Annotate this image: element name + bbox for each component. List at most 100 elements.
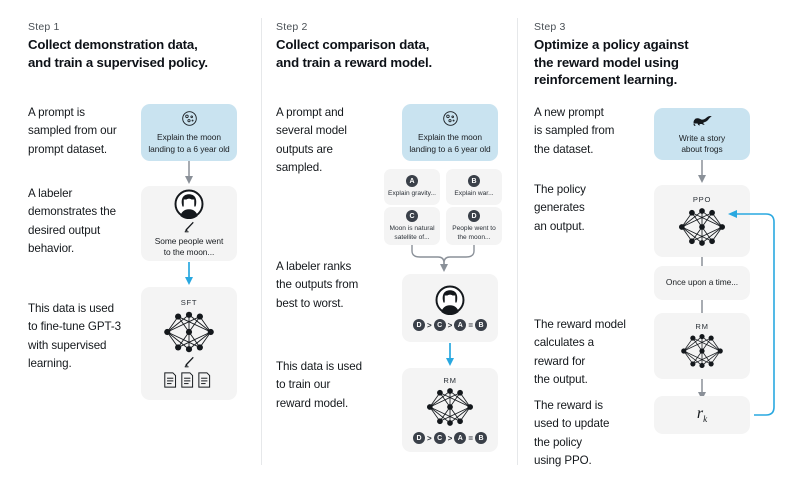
pencil-icon — [182, 221, 196, 233]
rank-item-4: B — [475, 319, 487, 331]
option-text-a: Explain gravity... — [388, 190, 436, 198]
step-3-title-line3: reinforcement learning. — [534, 72, 678, 87]
step-1-title: Collect demonstration data, and train a … — [28, 36, 253, 71]
option-card-c[interactable]: C Moon is natural satellite of... — [384, 207, 440, 245]
sft-label: SFT — [180, 298, 198, 307]
option-badge-d: D — [468, 210, 480, 223]
step-3-output-box[interactable]: Once upon a time... — [654, 266, 750, 300]
rm-rank-op-2: > — [447, 433, 453, 443]
frog-icon — [690, 113, 714, 128]
rank-item-1: D — [412, 319, 425, 331]
labeler-avatar-icon — [174, 189, 204, 219]
option-card-d[interactable]: D People went to the moon... — [446, 207, 502, 245]
step-3-prompt-caption-line2: about frogs — [681, 144, 723, 154]
labeler-avatar-icon — [435, 285, 465, 315]
rm-rank-op-3: = — [468, 433, 473, 443]
step-2-title-line1: Collect comparison data, — [276, 37, 430, 52]
step-2-reward-model-box[interactable]: RM — [402, 368, 498, 452]
step-2-prompt-caption-line1: Explain the moon — [418, 132, 482, 143]
ranking-row: D > C > A = B — [412, 319, 487, 331]
rm-label-step3: RM — [695, 322, 709, 331]
step-1-labeler-caption-line2: to the moon... — [163, 247, 215, 257]
step-2-prompt-caption-line2: landing to a 6 year old — [409, 143, 491, 154]
step-2-paragraph-3: This data is used to train our reward mo… — [276, 360, 362, 410]
option-text-d: People went to the moon... — [452, 225, 496, 241]
option-badge-b: B — [468, 175, 480, 188]
step-3-ppo-box[interactable]: PPO — [654, 185, 750, 257]
step-1-prompt-caption-line1: Explain the moon — [157, 132, 221, 143]
rm-label-step2: RM — [443, 376, 457, 385]
step-3-column: Step 3 Optimize a policy against the rew… — [518, 0, 788, 479]
step-1-paragraph-2: A labeler demonstrates the desired outpu… — [28, 187, 116, 256]
rm-rank-op-1: > — [426, 433, 432, 443]
step-1-prompt-caption-line2: landing to a 6 year old — [148, 143, 230, 154]
option-card-b[interactable]: B Explain war... — [446, 169, 502, 205]
step-2-prompt-box[interactable]: Explain the moon landing to a 6 year old — [402, 104, 498, 161]
step-2-ranking-box[interactable]: D > C > A = B — [402, 274, 498, 342]
step-3-title-line1: Optimize a policy against — [534, 37, 689, 52]
step-3-paragraph-3: The reward model calculates a reward for… — [534, 318, 626, 387]
column-divider-1 — [261, 18, 262, 465]
rm-rank-item-3: A — [454, 432, 467, 444]
reward-symbol-base: r — [696, 405, 704, 423]
step-1-label: Step 1 — [28, 21, 60, 33]
rank-item-3: A — [454, 319, 467, 331]
step-1-sft-box[interactable]: SFT — [141, 287, 237, 400]
step-3-rm-box[interactable]: RM — [654, 313, 750, 379]
arrow-options-merge — [382, 245, 506, 273]
step-1-title-line2: and train a supervised policy. — [28, 54, 208, 70]
pencil-icon — [182, 356, 196, 368]
documents-icon — [163, 371, 215, 389]
option-badge-c: C — [406, 210, 418, 223]
step-3-paragraph-1: A new prompt is sampled from the dataset… — [534, 106, 615, 156]
ranking-row-rm: D > C > A = B — [412, 432, 487, 444]
step-1-paragraph-1: A prompt is sampled from our prompt data… — [28, 106, 117, 156]
step-1-title-line1: Collect demonstration data, — [28, 37, 198, 52]
step-2-title-line2: and train a reward model. — [276, 54, 433, 70]
step-1-paragraph-3: This data is used to fine-tune GPT-3 wit… — [28, 302, 121, 371]
moon-icon — [181, 110, 198, 127]
step-3-prompt-box[interactable]: Write a story about frogs — [654, 108, 750, 160]
step-1-column: Step 1 Collect demonstration data, and t… — [0, 0, 261, 479]
rank-item-2: C — [433, 319, 446, 331]
neural-network-icon — [160, 309, 218, 355]
neural-network-icon — [423, 386, 477, 428]
step-1-prompt-box[interactable]: Explain the moon landing to a 6 year old — [141, 104, 237, 161]
step-2-label: Step 2 — [276, 21, 308, 33]
step-2-title: Collect comparison data, and train a rew… — [276, 36, 501, 71]
rm-rank-item-1: D — [412, 432, 425, 444]
arrow-prompt-to-ppo — [695, 160, 709, 184]
arrow-ranking-to-rm — [443, 343, 457, 367]
step-1-labeler-box[interactable]: Some people went to the moon... — [141, 186, 237, 261]
step-3-title-line2: the reward model using — [534, 54, 679, 70]
step-3-label: Step 3 — [534, 21, 566, 33]
arrow-prompt-to-labeler — [182, 161, 196, 185]
neural-network-icon — [675, 206, 729, 248]
step-1-labeler-caption-line1: Some people went — [154, 235, 224, 246]
rm-rank-item-2: C — [433, 432, 446, 444]
step-3-paragraph-4: The reward is used to update the policy … — [534, 399, 610, 468]
moon-icon — [442, 110, 459, 127]
rank-op-2: > — [447, 320, 453, 330]
neural-network-icon — [677, 332, 727, 370]
feedback-loop-arrow — [718, 200, 786, 420]
reward-symbol: rk — [697, 405, 707, 424]
column-divider-2 — [517, 18, 518, 465]
option-badge-a: A — [406, 175, 418, 188]
rank-op-1: > — [426, 320, 432, 330]
step-2-paragraph-1: A prompt and several model outputs are s… — [276, 106, 347, 175]
reward-symbol-subscript: k — [703, 414, 708, 425]
option-text-b: Explain war... — [454, 190, 494, 198]
arrow-labeler-to-sft — [182, 262, 196, 286]
ppo-label: PPO — [692, 194, 712, 204]
step-2-paragraph-2: A labeler ranks the outputs from best to… — [276, 260, 359, 310]
step-3-prompt-caption-line1: Write a story — [678, 132, 726, 143]
rm-rank-item-4: B — [475, 432, 487, 444]
step-3-output-text: Once upon a time... — [665, 277, 739, 288]
option-card-a[interactable]: A Explain gravity... — [384, 169, 440, 205]
step-3-paragraph-2: The policy generates an output. — [534, 183, 586, 233]
step-3-reward-box[interactable]: rk — [654, 396, 750, 434]
step-2-column: Step 2 Collect comparison data, and trai… — [262, 0, 517, 479]
step-3-title: Optimize a policy against the reward mod… — [534, 36, 774, 89]
